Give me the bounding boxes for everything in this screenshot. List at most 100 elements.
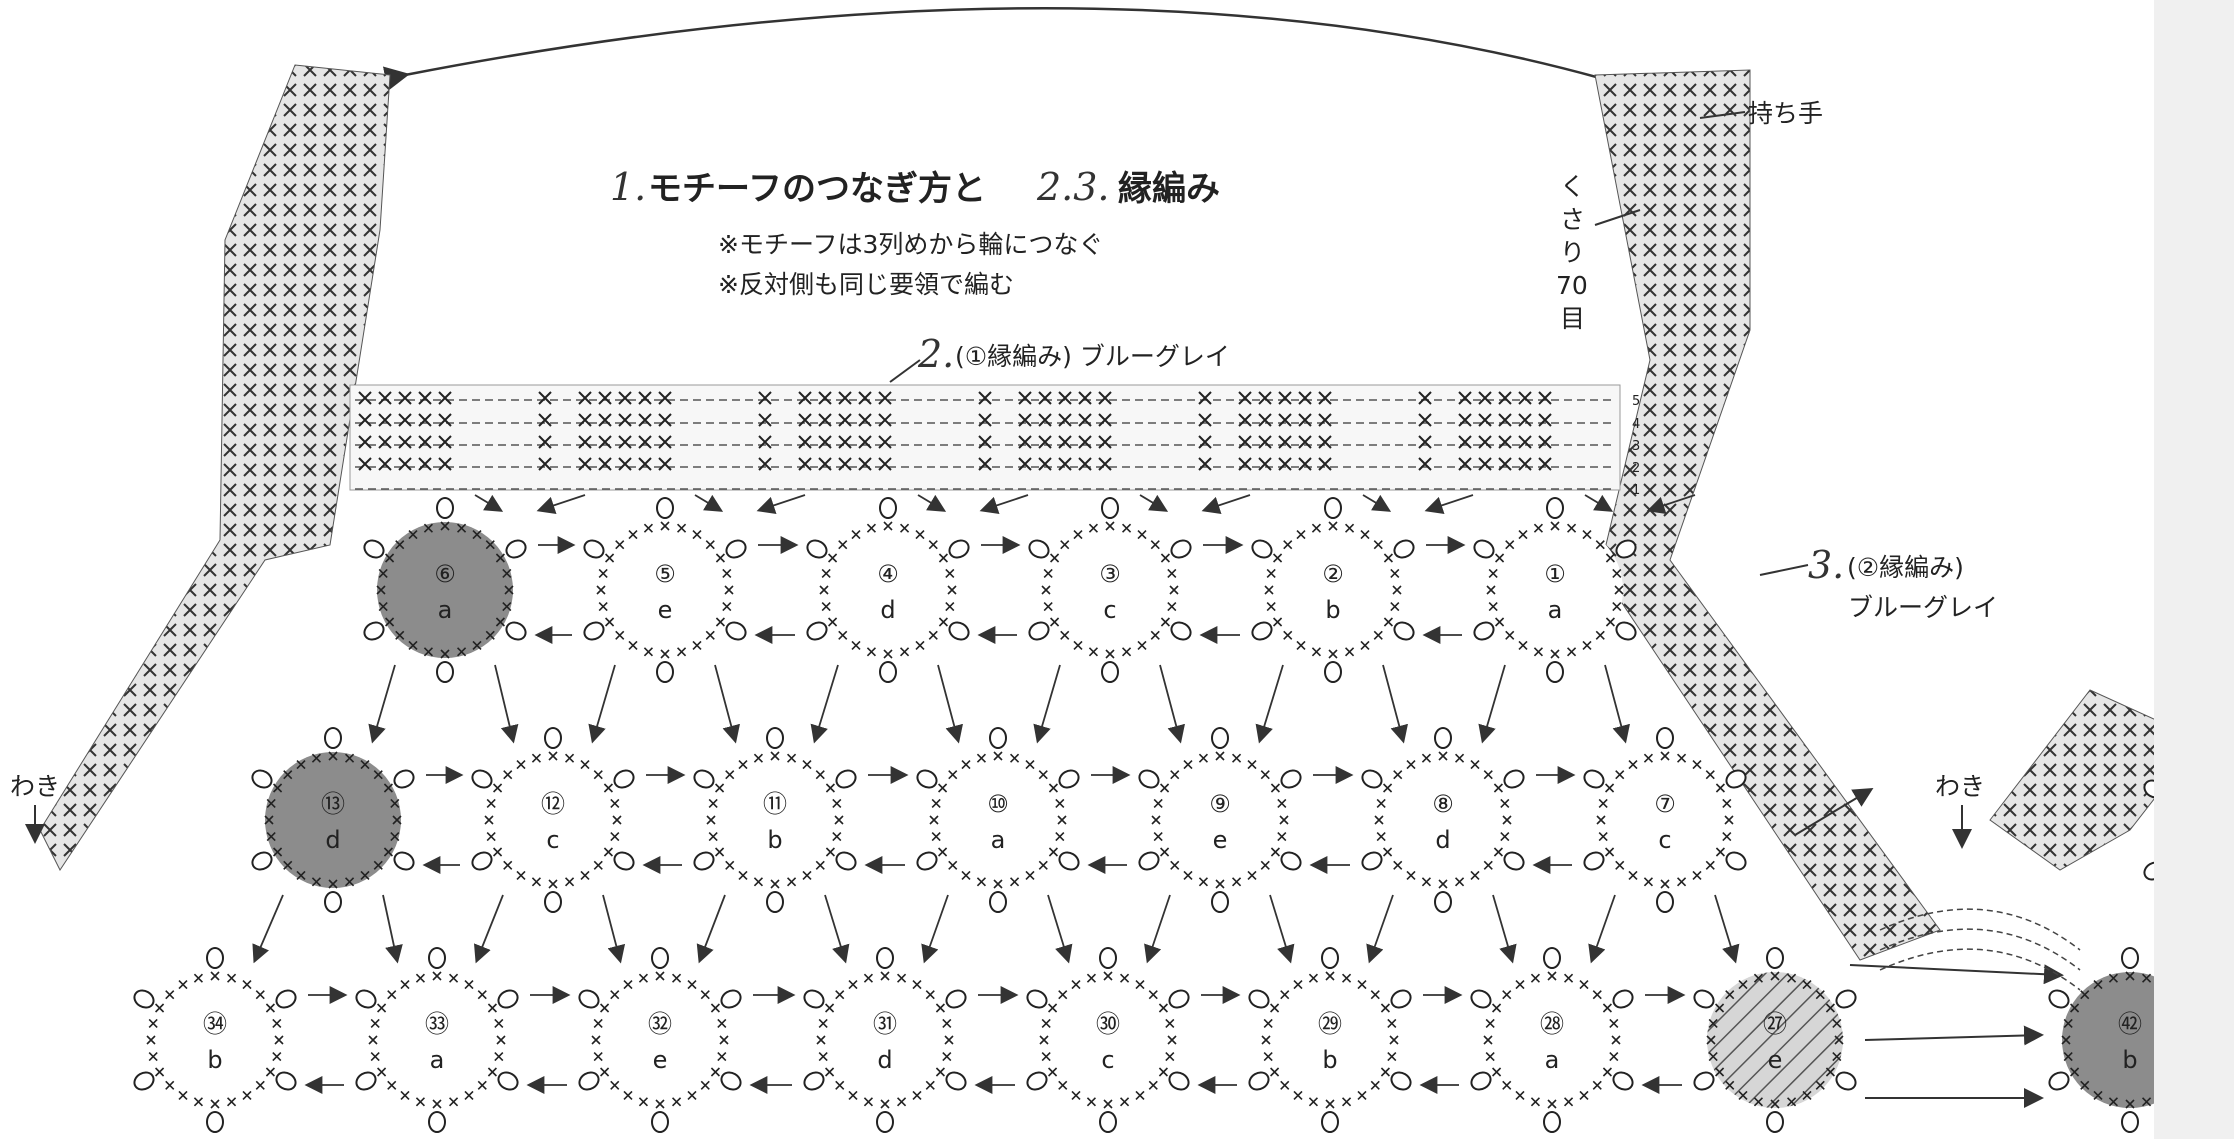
single-crochet-mark xyxy=(878,391,892,405)
motif-letter: b xyxy=(207,1046,222,1074)
single-crochet-mark xyxy=(1238,413,1252,427)
motif-stitch xyxy=(1530,1097,1541,1107)
motif-picot xyxy=(1543,1111,1561,1133)
motif-stitch xyxy=(580,760,590,770)
motif-stitch xyxy=(464,1090,474,1100)
motif-stitch xyxy=(1105,649,1115,659)
single-crochet-mark xyxy=(1078,391,1092,405)
motif-stitch xyxy=(1393,770,1403,780)
motif-stitch xyxy=(1483,860,1493,870)
single-crochet-mark xyxy=(818,457,832,471)
motif-stitch xyxy=(1247,760,1257,770)
motif-stitch xyxy=(210,1099,220,1109)
connector-arrow xyxy=(1588,894,1616,964)
single-crochet-mark xyxy=(1198,435,1212,449)
motif-picot xyxy=(613,851,635,871)
connector-arrow xyxy=(602,894,626,964)
single-crochet-mark xyxy=(618,413,632,427)
motif-stitch xyxy=(502,568,512,579)
single-crochet-mark xyxy=(618,457,632,471)
motif-stitch xyxy=(1492,1067,1502,1077)
motif-stitch xyxy=(383,847,393,857)
motif-stitch xyxy=(1198,877,1209,887)
motif-stitch xyxy=(148,1018,158,1029)
motif-stitch xyxy=(838,540,848,550)
motif-letter: e xyxy=(658,596,673,624)
motif-stitch xyxy=(1832,1051,1842,1062)
motif-stitch xyxy=(2125,1099,2135,1109)
motif-stitch xyxy=(1260,860,1270,870)
motif-stitch xyxy=(1505,630,1515,640)
motif-stitch xyxy=(146,1035,156,1045)
single-crochet-mark xyxy=(978,457,992,471)
motif-stitch xyxy=(266,831,276,842)
single-crochet-mark xyxy=(1518,391,1532,405)
motif-stitch xyxy=(603,847,613,857)
edge1-number: 2. xyxy=(917,332,954,376)
motif-stitch xyxy=(1009,753,1020,763)
motif-stitch xyxy=(948,770,958,780)
motif-stitch xyxy=(1515,980,1525,990)
motif-stitch xyxy=(2070,1067,2080,1077)
motif-stitch xyxy=(1183,870,1193,880)
single-crochet-mark xyxy=(978,391,992,405)
motif-letter: a xyxy=(430,1046,445,1074)
motif-letter: e xyxy=(1213,826,1228,854)
motif-picot xyxy=(1248,989,1270,1009)
motif-picot xyxy=(879,497,897,519)
motif-stitch xyxy=(2070,1003,2080,1013)
single-crochet-mark xyxy=(1418,413,1432,427)
motif-stitch xyxy=(272,1051,282,1062)
connector-arrow xyxy=(1849,964,2064,985)
single-crochet-mark xyxy=(1078,457,1092,471)
motif-stitch xyxy=(1328,521,1338,531)
single-crochet-mark xyxy=(818,413,832,427)
motif-number: ① xyxy=(1544,560,1566,588)
motif-stitch xyxy=(400,1090,410,1100)
motif-stitch xyxy=(1715,1003,1725,1013)
motif-stitch xyxy=(2141,1097,2152,1107)
single-crochet-mark xyxy=(1098,413,1112,427)
motif-letter: e xyxy=(1768,1046,1783,1074)
motif-stitch xyxy=(1121,647,1132,657)
motif-stitch xyxy=(1150,630,1160,640)
motif-stitch xyxy=(1612,568,1622,579)
edge2-leader-line xyxy=(1759,564,1809,576)
motif-stitch xyxy=(883,649,893,659)
motif-picot xyxy=(766,891,784,913)
connector-arrow xyxy=(756,494,806,514)
motif-stitch xyxy=(825,783,835,793)
single-crochet-mark xyxy=(398,391,412,405)
motif-picot xyxy=(1470,989,1492,1009)
motif-number: ⑧ xyxy=(1432,790,1454,818)
motif-picot xyxy=(436,497,454,519)
motif-stitch xyxy=(1725,1080,1735,1090)
connector-arrow xyxy=(474,494,504,512)
motif-stitch xyxy=(1260,770,1270,780)
motif-picot xyxy=(1583,851,1605,871)
motif-stitch xyxy=(1753,1097,1764,1107)
single-crochet-mark xyxy=(1078,413,1092,427)
motif-stitch xyxy=(456,523,467,533)
motif-stitch xyxy=(1592,1080,1602,1090)
motif-stitch xyxy=(1160,553,1170,563)
motif-stitch xyxy=(1058,1080,1068,1090)
motif-stitch xyxy=(928,630,938,640)
motif-stitch xyxy=(706,815,716,825)
motif-stitch xyxy=(178,1090,188,1100)
side-label-left: わき xyxy=(10,772,60,844)
motif-stitch xyxy=(1708,1018,1718,1029)
motif-stitch xyxy=(390,798,400,809)
single-crochet-mark xyxy=(858,391,872,405)
motif-stitch xyxy=(242,1090,252,1100)
motif-stitch xyxy=(395,540,405,550)
single-crochet-mark xyxy=(1478,435,1492,449)
motif-stitch xyxy=(1518,640,1528,650)
motif-stitch xyxy=(899,647,910,657)
motif-picot xyxy=(1393,539,1415,559)
motif-stitch xyxy=(376,585,386,595)
side-label-right: わき xyxy=(1935,772,1985,849)
motif-stitch xyxy=(1170,770,1180,780)
motif: ㉗e xyxy=(1693,947,1857,1133)
motif-stitch xyxy=(1231,877,1242,887)
